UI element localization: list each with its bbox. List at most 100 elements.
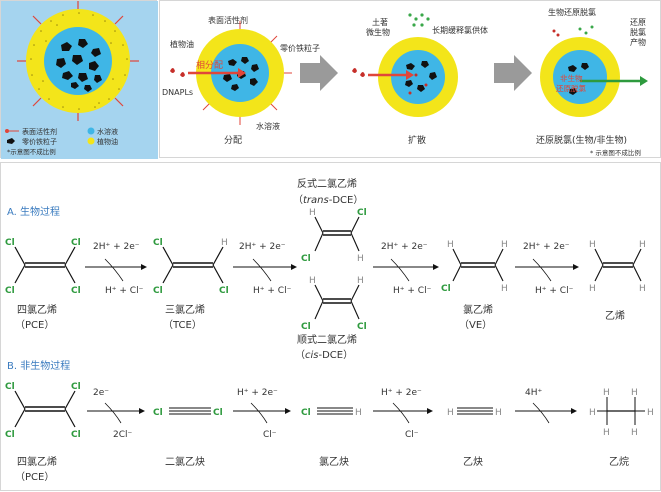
- tce-structure: Cl Cl H Cl: [153, 238, 229, 296]
- process-diagram: 相分配 表面活性剂 植物油 零价铁粒子 DNAPLs 水溶液 分配 土著 微生物…: [162, 7, 648, 157]
- legend-oil-label: 植物油: [97, 137, 118, 146]
- reaction-arrowhead: [141, 264, 147, 270]
- stage-arrow-2: [494, 55, 532, 91]
- stage-arrow-1: [300, 55, 338, 91]
- reaction-arrowhead: [427, 408, 433, 414]
- atom-h: H: [221, 238, 228, 248]
- atom-h: H: [639, 284, 646, 294]
- atom-h: H: [357, 276, 364, 286]
- pce-structure: Cl Cl Cl Cl: [5, 238, 81, 296]
- reaction-curl: [532, 258, 552, 282]
- dichloroacetylene-structure: Cl Cl: [153, 407, 223, 418]
- reaction-bottom-b2: Cl⁻: [263, 430, 277, 440]
- ve-name: 氯乙烯: [463, 303, 493, 316]
- legend-surfactant-label: 表面活性剂: [22, 127, 57, 136]
- pce-structure-b: Cl Cl Cl Cl: [5, 382, 81, 440]
- trans-dce-abbr: （trans-DCE）: [293, 194, 363, 206]
- reaction-top-a1: 2H⁺ + 2e⁻: [93, 242, 140, 252]
- reaction-bottom-a3: H⁺ + Cl⁻: [393, 286, 432, 296]
- reaction-top-a3: 2H⁺ + 2e⁻: [381, 242, 428, 252]
- label-microbe-1: 土著: [372, 17, 388, 27]
- top-note: * 示意图不成比例: [590, 148, 641, 157]
- legend-oil-icon: [87, 137, 95, 145]
- label-inner-dechlor: 还原脱氯: [556, 83, 586, 93]
- atom-cl: Cl: [5, 382, 15, 392]
- reaction-arrowhead: [571, 408, 577, 414]
- section-b-title: B. 非生物过程: [7, 359, 70, 372]
- reaction-curl: [532, 402, 550, 424]
- reaction-top-a4: 2H⁺ + 2e⁻: [523, 242, 570, 252]
- diffusion-arrowhead: [406, 70, 414, 80]
- acetylene-structure: H H: [447, 407, 502, 418]
- reaction-top-b4: 4H⁺: [525, 388, 542, 398]
- reaction-curl: [104, 402, 122, 424]
- atom-h: H: [589, 240, 596, 250]
- label-oil: 植物油: [170, 39, 194, 49]
- dnapl-drop: [170, 68, 175, 73]
- atom-h: H: [603, 428, 610, 438]
- label-bio-dechlor: 生物还原脱氯: [548, 7, 596, 17]
- ethane-structure: H H H H H H: [589, 388, 654, 438]
- atom-cl: Cl: [153, 238, 163, 248]
- reaction-top-a2: 2H⁺ + 2e⁻: [239, 242, 286, 252]
- donor-dots: [408, 13, 430, 27]
- atom-h: H: [603, 388, 610, 398]
- reaction-bottom-a1: H⁺ + Cl⁻: [105, 286, 144, 296]
- stage2-particle: [378, 37, 458, 117]
- atom-cl: Cl: [153, 408, 163, 418]
- stage1-label: 分配: [224, 135, 242, 146]
- label-product-2: 脱氯: [630, 27, 646, 37]
- atom-cl: Cl: [5, 430, 15, 440]
- section-a-title: A. 生物过程: [7, 205, 60, 218]
- pce-abbr: （PCE）: [15, 319, 54, 331]
- cis-dce-name: 顺式二氯乙烯: [297, 333, 357, 346]
- label-zvi: 零价铁粒子: [280, 43, 320, 53]
- atom-h: H: [355, 408, 362, 418]
- label-dnapls: DNAPLs: [162, 88, 193, 97]
- label-product-1: 还原: [630, 17, 646, 27]
- label-inner-abiotic: 非生物: [560, 73, 583, 83]
- chloroacetylene-structure: Cl H: [301, 407, 362, 418]
- tce-name: 三氯乙烯: [165, 303, 205, 316]
- cis-dce-abbr: （cis-DCE）: [295, 349, 353, 361]
- reaction-diagram: A. 生物过程 Cl Cl Cl Cl 四氯乙烯 （PCE） 2H⁺ + 2e⁻…: [5, 177, 654, 483]
- dnapl-drop: [352, 68, 357, 73]
- reaction-arrowhead: [285, 408, 291, 414]
- legend-surfactant-icon: [5, 129, 19, 133]
- atom-cl: Cl: [301, 254, 311, 264]
- reaction-curl: [390, 258, 410, 282]
- ethene-name: 乙烯: [605, 309, 625, 322]
- legend-aqueous-icon: [87, 127, 95, 135]
- atom-cl: Cl: [71, 238, 81, 248]
- pce-abbr-b: （PCE）: [15, 471, 54, 483]
- atom-cl: Cl: [153, 286, 163, 296]
- atom-cl: Cl: [213, 408, 223, 418]
- atom-cl: Cl: [357, 322, 367, 332]
- atom-h: H: [357, 254, 364, 264]
- partition-arrowhead: [238, 68, 246, 78]
- legend-aqueous-label: 水溶液: [97, 127, 118, 136]
- label-microbe-2: 微生物: [366, 27, 390, 37]
- reaction-curl: [104, 258, 124, 282]
- legend-panel: 表面活性剂 水溶液 零价铁粒子 植物油 *示意图不成比例: [0, 0, 158, 159]
- atom-h: H: [309, 208, 316, 218]
- reaction-arrowhead: [433, 264, 439, 270]
- atom-cl: Cl: [441, 284, 451, 294]
- acetylene-name: 乙炔: [463, 456, 483, 468]
- ethene-structure: H H H H: [589, 240, 646, 294]
- atom-cl: Cl: [301, 322, 311, 332]
- label-product-3: 产物: [630, 37, 646, 47]
- product-dots: [578, 25, 594, 35]
- dcac-name: 二氯乙炔: [165, 455, 205, 468]
- atom-cl: Cl: [357, 208, 367, 218]
- cis-dce-structure: H Cl H Cl: [301, 276, 367, 332]
- reaction-bottom-b1: 2Cl⁻: [113, 430, 133, 440]
- label-surfactant: 表面活性剂: [208, 15, 248, 25]
- reaction-arrowhead: [573, 264, 579, 270]
- zvi-particles: [56, 39, 102, 92]
- atom-h: H: [647, 408, 654, 418]
- reaction-top-b3: H⁺ + 2e⁻: [381, 388, 422, 398]
- reaction-curl: [252, 258, 272, 282]
- reaction-bottom-b3: Cl⁻: [405, 430, 419, 440]
- stage2-label: 扩散: [408, 134, 426, 146]
